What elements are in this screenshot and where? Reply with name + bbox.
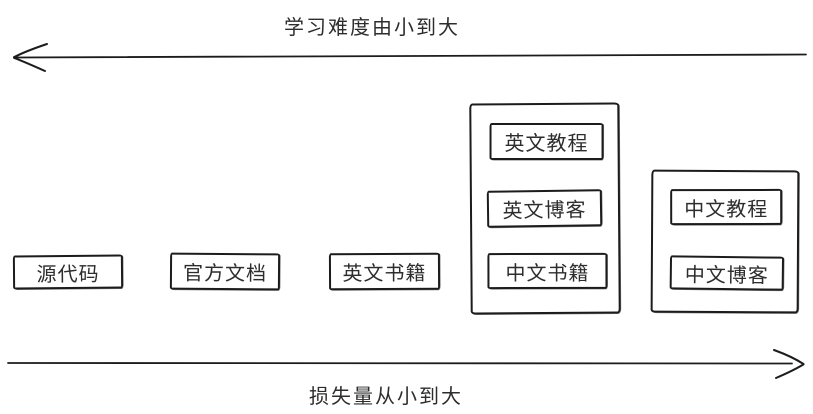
- difficulty-arrowhead-lower: [13, 56, 46, 72]
- box-chinese-books: 中文书籍: [487, 252, 608, 290]
- difficulty-axis-label: 学习难度由小到大: [284, 17, 460, 39]
- box-source-code: 源代码: [12, 254, 124, 290]
- difficulty-axis-arrow-left: [13, 43, 807, 72]
- loss-axis-arrow-right: [7, 349, 805, 379]
- box-chinese-blogs: 中文博客: [669, 255, 785, 291]
- loss-arrowhead-upper: [773, 349, 805, 365]
- group-chinese-resources: 中文教程 中文博客: [650, 169, 800, 314]
- difficulty-arrowhead-upper: [13, 43, 48, 59]
- loss-axis-label: 损失量从小到大: [309, 386, 463, 408]
- box-english-books: 英文书籍: [328, 252, 441, 291]
- group-english-resources: 英文教程 英文博客 中文书籍: [469, 102, 621, 315]
- box-english-blogs: 英文博客: [486, 189, 603, 228]
- difficulty-arrow-shaft: [13, 53, 807, 59]
- box-chinese-tutorials: 中文教程: [670, 188, 783, 226]
- loss-arrowhead-lower: [775, 363, 805, 379]
- box-official-docs: 官方文档: [169, 252, 281, 291]
- loss-arrow-shaft: [7, 362, 793, 365]
- box-english-tutorials: 英文教程: [489, 122, 604, 160]
